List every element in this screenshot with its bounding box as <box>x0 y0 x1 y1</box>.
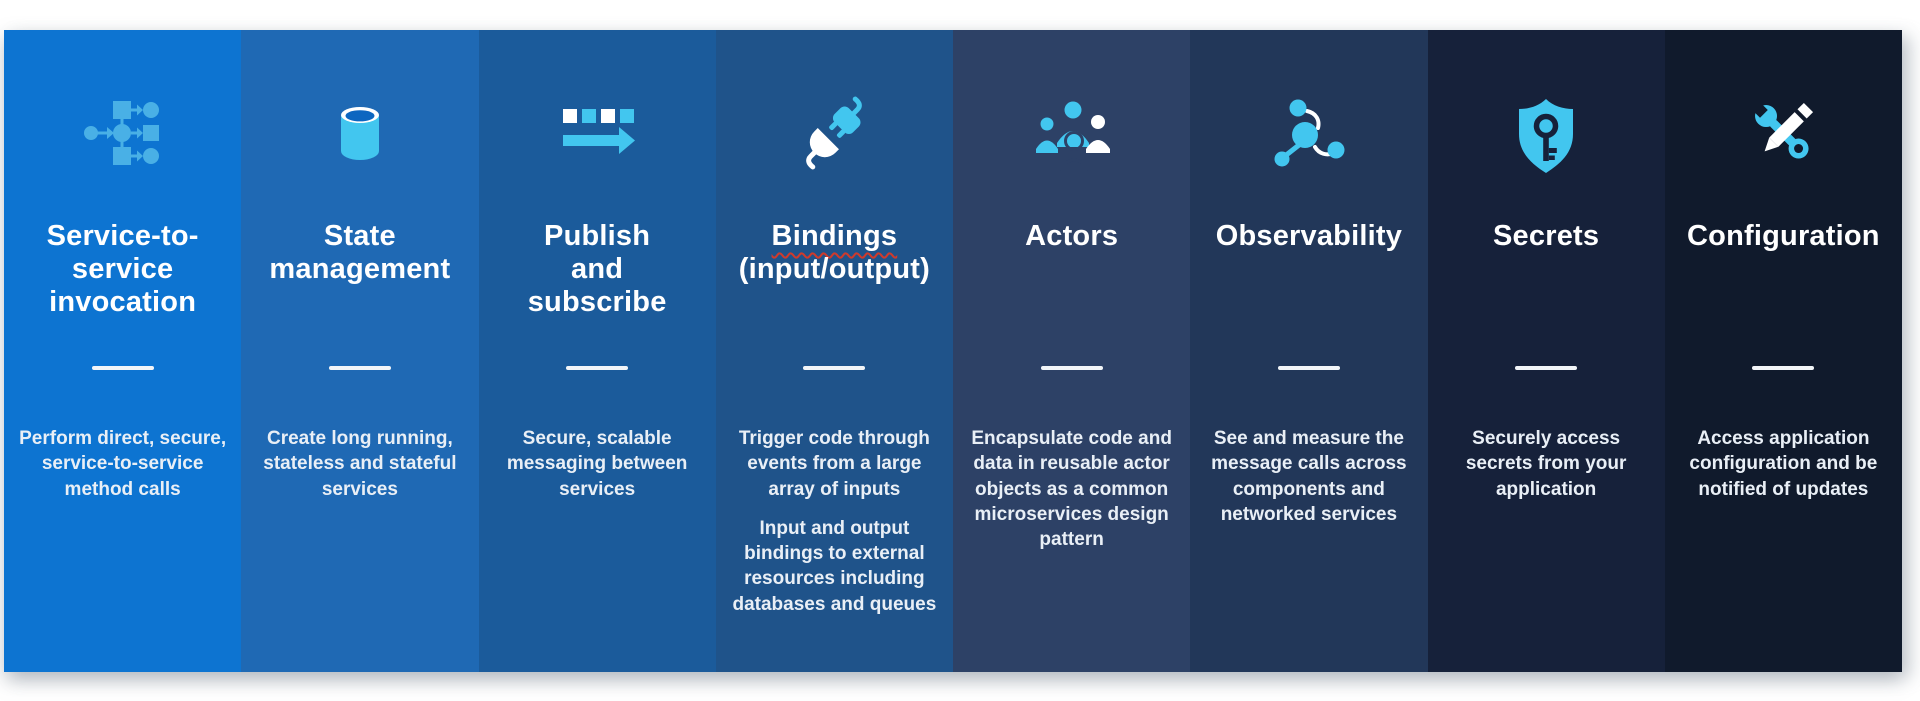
column-title: Actors <box>1025 220 1119 252</box>
column-publish-and-subscribe: Publish and subscribe Secure, scalable m… <box>478 30 716 672</box>
column-title: Secrets <box>1493 220 1600 252</box>
divider-rule <box>1277 366 1340 371</box>
column-description: Securely access secrets from your applic… <box>1465 428 1627 500</box>
plug-icon <box>806 96 863 170</box>
column-observability: Observability See and measure the messag… <box>1190 30 1428 672</box>
column-secrets: Secrets Securely access secrets from you… <box>1427 30 1665 672</box>
column-description: Trigger code through events from a large… <box>732 428 937 615</box>
divider-rule <box>1752 366 1815 371</box>
dapr-building-blocks-infographic: Service-to- service invocation Perform d… <box>4 30 1902 672</box>
wrench-pencil-icon <box>1751 100 1814 159</box>
column-title: Bindings (input/output) <box>716 220 953 342</box>
column-actors: Actors Encapsulate code and data in reus… <box>953 30 1191 672</box>
column-title: Publish and subscribe <box>527 220 667 319</box>
column-description: Access application configuration and be … <box>1689 428 1878 500</box>
divider-rule <box>803 366 866 371</box>
divider-rule <box>91 366 154 371</box>
column-description: Perform direct, secure, service-to-servi… <box>19 428 227 500</box>
divider-rule <box>328 366 391 371</box>
divider-rule <box>1040 366 1103 371</box>
column-state-management: State management Create long running, st… <box>241 30 479 672</box>
shield-key-icon <box>1519 99 1574 173</box>
column-bindings: Bindings (input/output) Trigger code thr… <box>715 30 953 672</box>
column-title: Service-to- service invocation <box>46 220 199 319</box>
column-description: Create long running, stateless and state… <box>263 428 457 500</box>
column-description: See and measure the message calls across… <box>1211 428 1407 525</box>
network-nodes-icon <box>1274 99 1345 167</box>
column-title: Configuration <box>1687 220 1880 252</box>
divider-rule <box>1515 366 1578 371</box>
divider-rule <box>566 366 629 371</box>
column-title: State management <box>269 220 451 286</box>
people-group-icon <box>1035 101 1110 173</box>
column-service-to-service-invocation: Service-to- service invocation Perform d… <box>4 30 242 672</box>
flowchart-icon <box>83 101 159 165</box>
column-title: Observability <box>1215 220 1403 252</box>
message-queue-arrow-icon <box>563 109 636 154</box>
database-cylinder-icon <box>340 107 379 160</box>
column-configuration: Configuration Access application configu… <box>1664 30 1902 672</box>
column-description: Encapsulate code and data in reusable ac… <box>971 428 1172 551</box>
bindings-misspell-underline: Bindings <box>771 220 898 252</box>
column-description: Secure, scalable messaging between servi… <box>506 428 688 500</box>
